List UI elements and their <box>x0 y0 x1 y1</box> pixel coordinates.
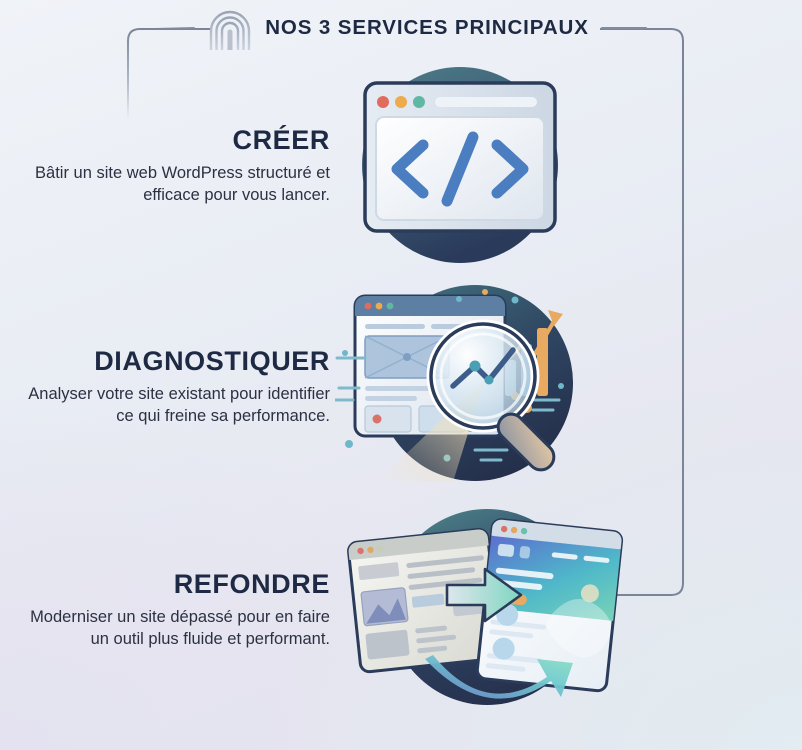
horizontal-rule-right-icon <box>600 27 647 29</box>
service-description-refondre: Moderniser un site dépassé pour en faire… <box>30 608 330 648</box>
service-row-refondre: REFONDRE Moderniser un site dépassé pour… <box>0 486 802 736</box>
service-title-refondre: REFONDRE <box>173 569 330 600</box>
service-description-creer: Bâtir un site web WordPress structuré et… <box>35 164 330 204</box>
service-description-diagnostiquer: Analyser votre site existant pour identi… <box>28 385 330 425</box>
code-browser-window-illustration-icon <box>335 45 585 290</box>
service-row-diagnostiquer: DIAGNOSTIQUER Analyser votre site exista… <box>0 268 802 508</box>
website-redesign-arrows-illustration-icon <box>335 489 625 734</box>
service-title-diagnostiquer: DIAGNOSTIQUER <box>94 346 330 377</box>
page-title: NOS 3 SERVICES PRINCIPAUX <box>265 16 589 39</box>
service-title-creer: CRÉER <box>232 125 330 156</box>
service-text-diagnostiquer: DIAGNOSTIQUER Analyser votre site exista… <box>0 348 335 428</box>
service-text-refondre: REFONDRE Moderniser un site dépassé pour… <box>0 571 335 651</box>
magnifying-glass-analytics-illustration-icon <box>333 268 605 508</box>
header: NOS 3 SERVICES PRINCIPAUX <box>0 0 802 56</box>
service-text-creer: CRÉER Bâtir un site web WordPress struct… <box>0 127 335 207</box>
horizontal-rule-left-icon <box>155 27 196 29</box>
arch-rainbow-logo-icon <box>207 9 253 51</box>
service-row-creer: CRÉER Bâtir un site web WordPress struct… <box>0 42 802 292</box>
